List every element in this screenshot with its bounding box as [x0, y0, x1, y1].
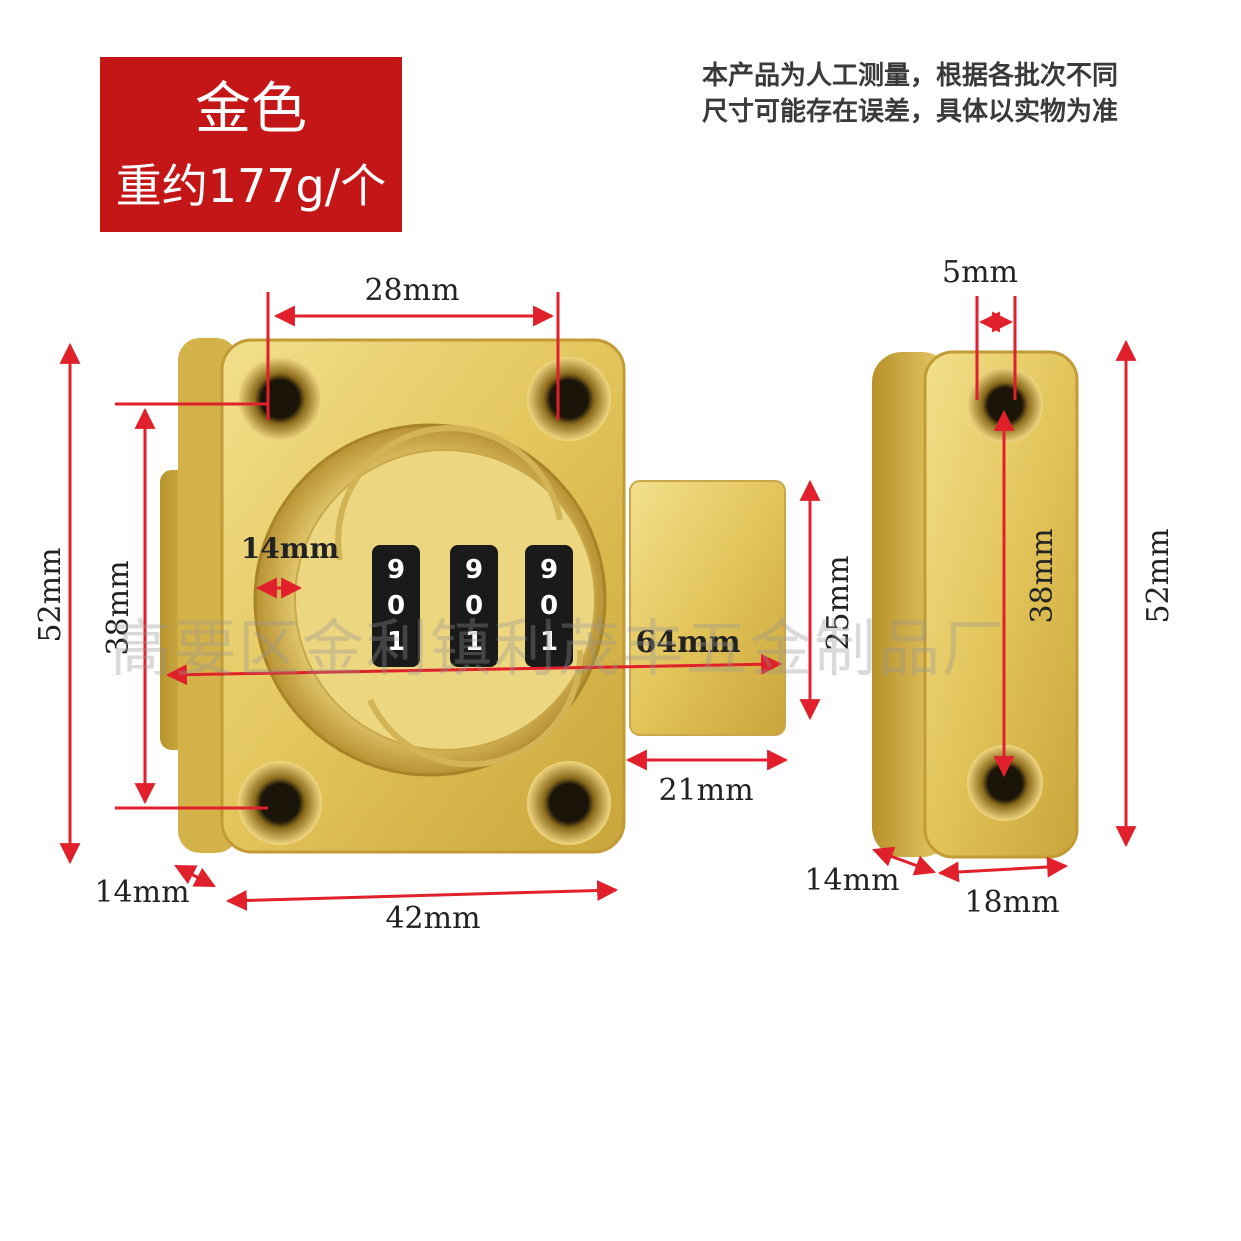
wheel-digit: 0: [540, 591, 558, 621]
label-42mm: 42mm: [385, 901, 480, 936]
wheel-digit: 9: [387, 555, 405, 585]
dim-18mm: [937, 856, 1069, 883]
mounting-holes: [238, 357, 611, 845]
screw-hole: [527, 761, 611, 845]
dim-14mm-base: [174, 864, 216, 888]
label-18mm: 18mm: [964, 885, 1059, 920]
watermark: 高要区金利镇利茂丰五金制品厂: [110, 612, 1007, 685]
wheel-digit: 1: [387, 627, 405, 657]
dim-14mm-keeper: [872, 846, 936, 876]
measurement-note-line2: 尺寸可能存在误差，具体以实物为准: [701, 97, 1118, 127]
label-14mm-base: 14mm: [94, 875, 189, 910]
label-52mm-keeper: 52mm: [1141, 528, 1176, 623]
dim-42mm: [225, 880, 619, 911]
dim-64mm: [165, 653, 783, 686]
dimension-labels: 28mm 52mm 38mm 14mm 64mm 25mm 21mm 14mm …: [33, 255, 1176, 936]
label-52mm-body: 52mm: [33, 547, 68, 642]
screw-hole: [238, 761, 322, 845]
wheel-digit: 9: [540, 555, 558, 585]
combination-wheel: [450, 545, 498, 667]
label-5mm: 5mm: [942, 255, 1018, 290]
keeper-screw-hole: [967, 367, 1043, 443]
weight-label: 重约177g/个: [115, 159, 387, 213]
screw-hole: [527, 357, 611, 441]
label-14mm-dial: 14mm: [241, 532, 339, 565]
label-38mm-keeper: 38mm: [1025, 528, 1060, 623]
wheel-digit: 0: [387, 591, 405, 621]
lock-body: 9 0 1 9 0 1 9 0 1: [160, 338, 786, 854]
color-name: 金色: [195, 77, 307, 142]
combination-wheel: [525, 545, 573, 667]
dimension-lines: [59, 292, 1137, 911]
measurement-note-line1: 本产品为人工测量，根据各批次不同: [701, 61, 1118, 91]
wheel-digit: 1: [465, 627, 483, 657]
wheel-digit: 9: [465, 555, 483, 585]
label-14mm-keeper: 14mm: [804, 863, 899, 898]
label-38mm-body: 38mm: [101, 560, 136, 655]
screw-hole: [238, 357, 322, 441]
label-64mm: 64mm: [635, 625, 740, 660]
wheel-digit: 0: [465, 591, 483, 621]
wheel-digit: 1: [540, 627, 558, 657]
label-28mm: 28mm: [364, 273, 459, 308]
color-weight-badge: 金色 重约177g/个: [100, 57, 402, 232]
label-25mm: 25mm: [821, 555, 856, 650]
combination-wheels: 9 0 1 9 0 1 9 0 1: [372, 545, 573, 667]
label-21mm: 21mm: [658, 773, 753, 808]
combination-wheel: [372, 545, 420, 667]
keeper-screw-hole: [967, 745, 1043, 821]
